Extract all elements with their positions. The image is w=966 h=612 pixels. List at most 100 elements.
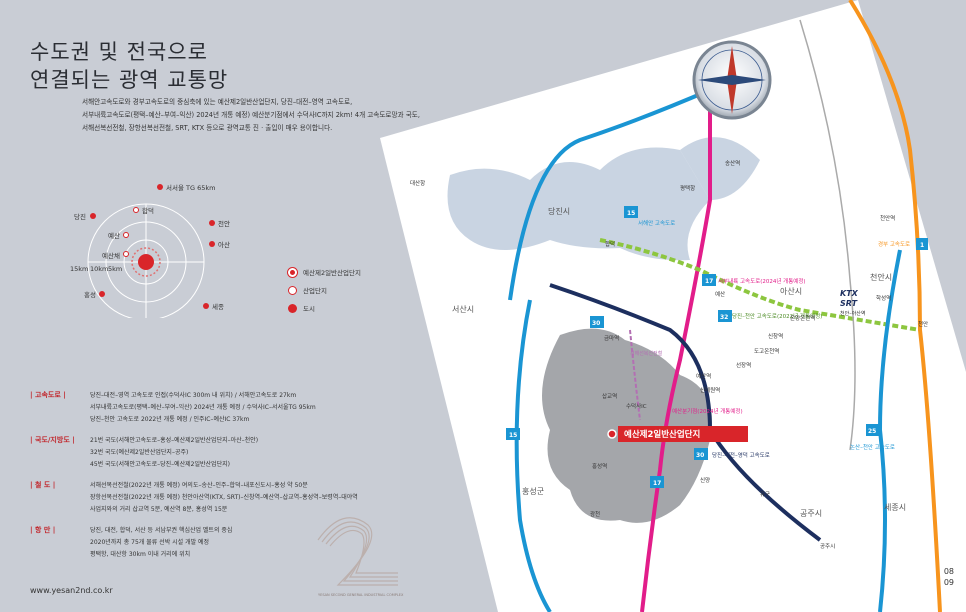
route-32: 32 <box>720 314 728 321</box>
page-title: 수도권 및 전국으로 연결되는 광역 교통망 <box>30 38 228 94</box>
station-dogo: 도고온천역 <box>754 347 779 355</box>
legend-city: 도시 <box>288 300 361 316</box>
route-15b: 15 <box>509 432 517 439</box>
info-line: 2020년까지 총 75개 물류 선박 시설 개발 예정 <box>90 539 210 546</box>
yesan-county <box>542 328 712 523</box>
city-sejong: 세종시 <box>884 503 906 512</box>
place-seosan: 서서울 TG 65km <box>166 183 215 192</box>
shield-17a <box>702 274 716 286</box>
info-line: 당진, 대전, 합덕, 서산 등 서남부권 핵심산업 벨트의 중심 <box>90 527 233 534</box>
website-url[interactable]: www.yesan2nd.co.kr <box>30 586 113 595</box>
dot-cheonan <box>209 220 215 226</box>
shield-30a <box>590 316 604 328</box>
dot-seosan <box>157 184 163 190</box>
route-25: 25 <box>868 428 876 435</box>
route-17a: 17 <box>705 278 713 285</box>
dot-yesan <box>123 232 129 238</box>
shield-32 <box>718 310 732 322</box>
deco-text: YESAN SECOND GENERAL INDUSTRIAL COMPLEX <box>318 593 404 597</box>
label-gyeongbu: 경부 고속도로 <box>878 240 910 248</box>
site-halo <box>131 247 161 277</box>
station-onyang: 온양온천역 <box>790 314 815 322</box>
shield-25 <box>866 424 880 436</box>
info-line: 32번 국도(예산제2일반산업단지–공주) <box>90 449 189 456</box>
shield-15b <box>506 428 520 440</box>
shield-1 <box>916 238 928 250</box>
ring-label-15: 15km <box>70 265 88 273</box>
intro-line-3: 서해선복선전철, 장항선복선전철, SRT, KTX 등으로 광역교통 진 · … <box>82 124 333 132</box>
station-cheonan: 천안 <box>918 320 928 328</box>
info-line: 당진–대전–영역 고속도로 인접(수덕사IC 300m 내 위치) / 서해안고… <box>90 392 297 399</box>
legend-site-label: 예산제2일반산업단지 <box>303 269 361 277</box>
site-map-marker <box>607 429 617 439</box>
route-30b: 30 <box>696 452 704 459</box>
legend-city-marker <box>288 303 297 313</box>
place-hongseong: 홍성 <box>84 290 96 299</box>
info-line: 당진–천안 고속도로 2022년 개통 예정 / 인주IC–예산IC 37km <box>90 416 250 423</box>
transport-map: 당진시 서산시 아산시 천안시 홍성군 공주시 세종시 예산제2일반산업단지 서… <box>380 0 966 612</box>
port-pyeongtaek: 평택항 <box>680 184 695 192</box>
station-gwangcheon: 광천 <box>590 510 600 518</box>
route-30a: 30 <box>592 320 600 327</box>
shield-17b <box>650 476 664 488</box>
road-dangjin-daejeon <box>549 283 822 542</box>
road-seohaean-south <box>514 299 552 612</box>
place-asan: 아산 <box>218 240 230 249</box>
station-yesan-rail: 예산역 <box>696 372 711 380</box>
city-dangjin: 당진시 <box>548 206 570 216</box>
srt-logo: SRT <box>840 299 858 308</box>
station-songsan: 송산역 <box>725 159 740 167</box>
road-seobunaeryuk <box>640 90 712 612</box>
label-dangjin-daejeon: 당진–대전–영덕 고속도로 <box>712 451 770 459</box>
dot-yesanchae <box>123 251 129 257</box>
site-label: 예산제2일반산업단지 <box>624 429 700 440</box>
city-asan: 아산시 <box>780 286 802 296</box>
legend-city-label: 도시 <box>303 305 315 313</box>
place-sejong: 세종 <box>212 302 224 311</box>
label-dangjin-cheonan: 당진–천안 고속도로(2022년 개통예정) <box>732 312 822 320</box>
route-15a: 15 <box>627 210 635 217</box>
label-seohae-rail: 서해선복선전철 <box>630 350 663 357</box>
info-line: 사업지와의 거리 삽교역 5분, 예산역 8분, 홍성역 15분 <box>90 506 228 513</box>
label-seohaean: 서해안 고속도로 <box>638 219 675 227</box>
ktx-logo: KTX <box>840 289 859 298</box>
station-gongju: 공주시 <box>820 543 835 550</box>
info-port: | 항 만 | 당진, 대전, 합덕, 서산 등 서남부권 핵심산업 벨트의 중… <box>30 525 390 561</box>
station-yesan: 예산 <box>715 290 725 298</box>
intro-line-2: 서부내륙고속도로(평택–예산–부여–익산) 2024년 개통 예정) 예산분기점… <box>82 111 420 119</box>
title-line-2: 연결되는 광역 교통망 <box>30 68 229 92</box>
distance-radar: 15km 10km 5km 서서울 TG 65km 합덕 당진 천안 예산 아산… <box>70 183 230 318</box>
intro-line-1: 서해안고속도로와 경부고속도로의 중심축에 있는 예산제2일반산업단지, 당진–… <box>82 98 353 106</box>
bay-water <box>447 147 710 261</box>
place-dangjin: 당진 <box>74 212 86 221</box>
river-water <box>680 137 760 200</box>
station-sinyang: 신양 <box>700 476 710 484</box>
place-cheonan: 천안 <box>218 219 230 228</box>
station-sinchang: 신창역 <box>768 332 783 340</box>
shield-15a <box>624 206 638 218</box>
legend-industrial: 산업단지 <box>288 282 361 298</box>
site-label-box <box>618 426 748 442</box>
info-category: | 국도/지방도 | <box>30 436 75 444</box>
legend-industrial-label: 산업단지 <box>303 287 327 295</box>
info-line: 서해선복선전철(2022년 개통 예정) 여의도–송산–인주–합덕–내포신도시–… <box>90 482 308 489</box>
station-yugu: 유구 <box>760 491 770 498</box>
station-cheonan-rail: 천안역 <box>880 214 895 222</box>
station-hongseong: 홍성역 <box>592 462 607 470</box>
city-seosan: 서산시 <box>452 304 474 314</box>
port-daesan: 대산항 <box>410 179 425 187</box>
info-national-road: | 국도/지방도 | 21번 국도(서해안고속도로–홍성–예산제2일반산업단지–… <box>30 435 390 471</box>
station-janghang: 신례원역 <box>700 386 720 394</box>
label-nonsan-cheonan: 논산–천안 고속도로 <box>850 443 895 451</box>
ring-label-5: 5km <box>108 265 122 273</box>
road-seohaean-north <box>508 88 711 301</box>
dot-hapdeok <box>133 207 139 213</box>
page-number-top: 08 <box>943 567 954 576</box>
label-yesan-ic: 예산분기점(2024년 개통예정) <box>672 407 743 415</box>
page-numbers: 08 09 <box>944 566 954 588</box>
place-yesan: 예산 <box>108 231 120 240</box>
legend-site-marker <box>288 267 297 277</box>
left-panel: 수도권 및 전국으로 연결되는 광역 교통망 서해안고속도로와 경부고속도로의 … <box>0 0 420 612</box>
site-marker <box>138 254 154 270</box>
dot-dangjin <box>90 213 96 219</box>
